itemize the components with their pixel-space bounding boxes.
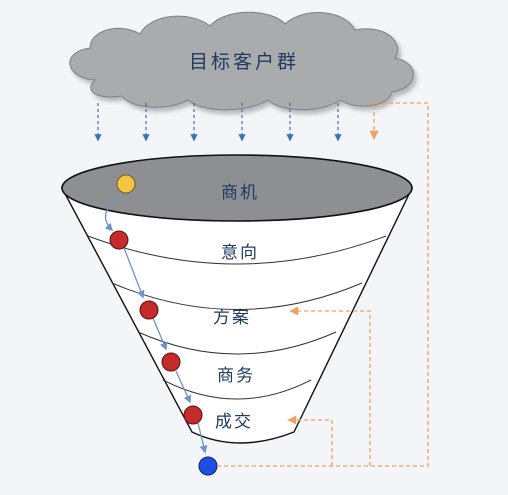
path-arrow	[175, 370, 191, 404]
funnel-top	[61, 154, 413, 222]
feedback-line-scheme	[289, 306, 371, 466]
feedback-line-outer	[217, 102, 429, 467]
path-arrow	[104, 192, 127, 232]
feedback-loops	[217, 102, 429, 467]
customer-path	[104, 192, 208, 454]
stage-divider	[87, 235, 387, 265]
stage-label: 成交	[215, 412, 253, 432]
stage-label: 方案	[213, 308, 251, 328]
path-arrow	[152, 317, 168, 351]
cloud-shape	[69, 11, 414, 111]
path-arrow	[123, 247, 145, 299]
stage-dot	[183, 405, 203, 425]
stage-label: 商机	[221, 183, 259, 203]
start-dot	[116, 174, 136, 194]
stage-dot	[161, 352, 181, 372]
stage-label: 商务	[217, 366, 255, 386]
stage-dot	[139, 300, 159, 320]
cloud-label: 目标客户群	[189, 51, 299, 73]
feedback-line-deal	[287, 415, 333, 466]
stage-label: 意向	[221, 243, 259, 263]
stage-divider	[162, 379, 312, 400]
incoming-arrows	[94, 103, 342, 142]
end-dot	[198, 456, 218, 476]
funnel-body	[60, 187, 414, 444]
stage-dot	[109, 230, 129, 250]
path-arrow	[197, 422, 208, 454]
